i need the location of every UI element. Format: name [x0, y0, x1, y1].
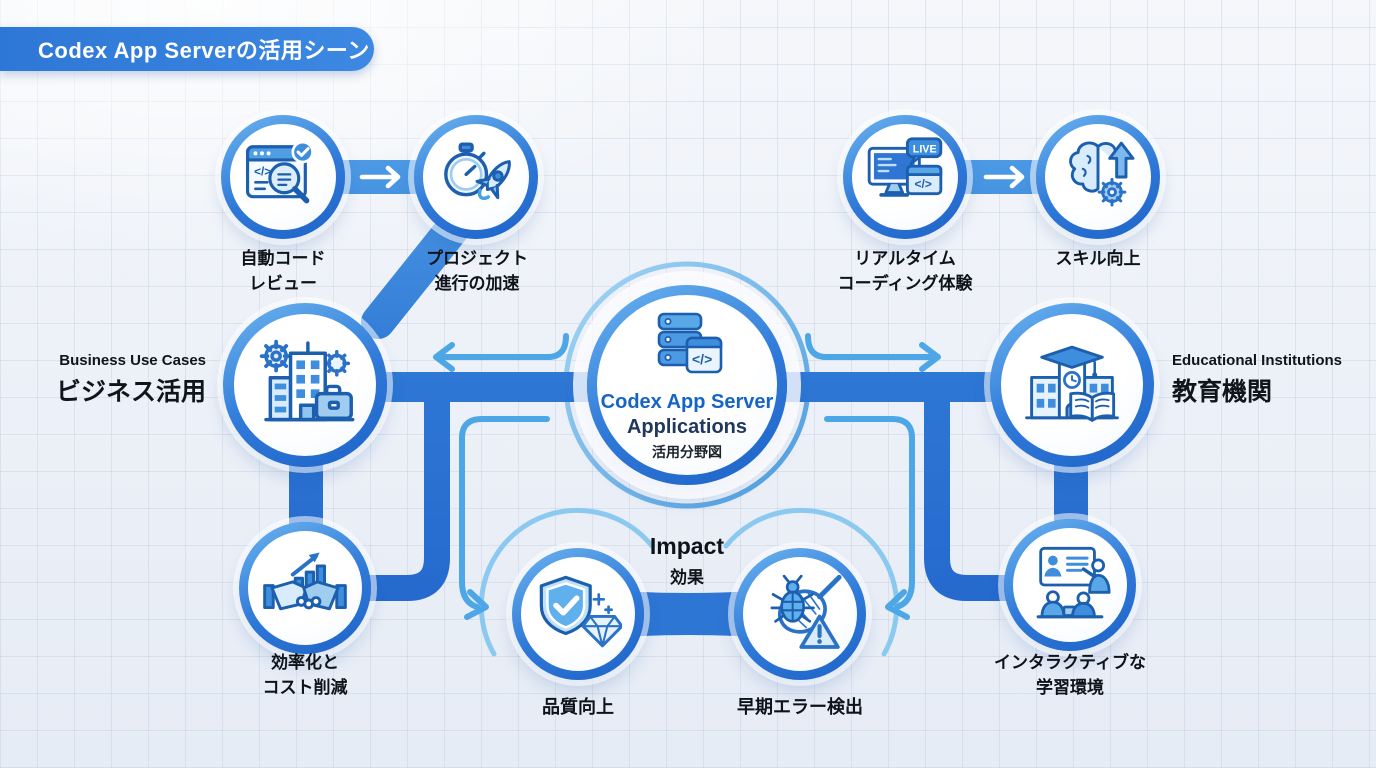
node-code-review: </> [221, 115, 345, 239]
label-quality: 品質向上 [542, 697, 614, 717]
svg-text:</>: </> [692, 351, 712, 367]
label-skill: スキル向上 [1055, 249, 1141, 268]
node-business [223, 303, 387, 467]
center-title-en: Codex App Server [600, 391, 774, 414]
title-banner: Codex App Serverの活用シーン [0, 27, 374, 71]
node-realtime-coding: LIVE </> [843, 115, 967, 239]
node-interactive-learning [1004, 519, 1136, 651]
node-skill-up [1036, 115, 1160, 239]
education-group-label: Educational Institutions 教育機関 [1172, 352, 1343, 406]
white-arrow-left-icon [359, 165, 401, 189]
label-realtime: リアルタイム コーディング体験 [837, 249, 973, 293]
impact-group-label: Impact 効果 [649, 533, 725, 587]
node-efficiency [239, 522, 371, 654]
node-education [990, 303, 1154, 467]
label-error: 早期エラー検出 [737, 697, 863, 717]
node-quality [512, 548, 644, 680]
shield-diamond-icon [539, 575, 622, 648]
school-book-icon [1025, 345, 1119, 422]
business-buildings-icon [259, 339, 355, 422]
bug-catch-warning-icon [770, 574, 842, 649]
classroom-icon [1036, 546, 1111, 619]
live-coding-icon: LIVE </> [867, 137, 943, 197]
stopwatch-rocket-icon [444, 142, 511, 201]
arrow-right-icon [919, 342, 941, 372]
arrow-downright-icon [885, 589, 910, 620]
svg-text:LIVE: LIVE [913, 144, 937, 156]
brain-gear-arrow-icon [1069, 141, 1135, 207]
center-title-en2: Applications [626, 416, 747, 439]
label-project: プロジェクト 進行の加速 [426, 249, 528, 293]
label-interactive: インタラクティブな 学習環境 [994, 653, 1146, 697]
white-arrow-right-icon [983, 165, 1025, 189]
svg-text:</>: </> [915, 177, 932, 191]
node-center-hub: </> Codex App Server Applications 活用分野図 [587, 285, 787, 485]
center-title-ja: 活用分野図 [652, 444, 722, 461]
arrow-downleft-icon [464, 589, 489, 620]
node-error-detection [734, 548, 866, 680]
node-project-acceleration [414, 115, 538, 239]
pair-arrows [359, 165, 1025, 189]
arrow-left-icon [433, 342, 455, 372]
flow-arrow-lines [433, 333, 941, 620]
label-efficiency: 効率化と コスト削減 [262, 653, 348, 697]
handshake-growth-icon [263, 552, 347, 611]
server-code-icon: </> [657, 312, 723, 374]
business-group-label: Business Use Cases ビジネス活用 [55, 352, 206, 406]
page-title: Codex App Serverの活用シーン [38, 38, 370, 63]
code-review-icon: </> [245, 140, 314, 204]
label-code-review: 自動コード レビュー [240, 249, 326, 293]
svg-text:</>: </> [254, 165, 271, 179]
